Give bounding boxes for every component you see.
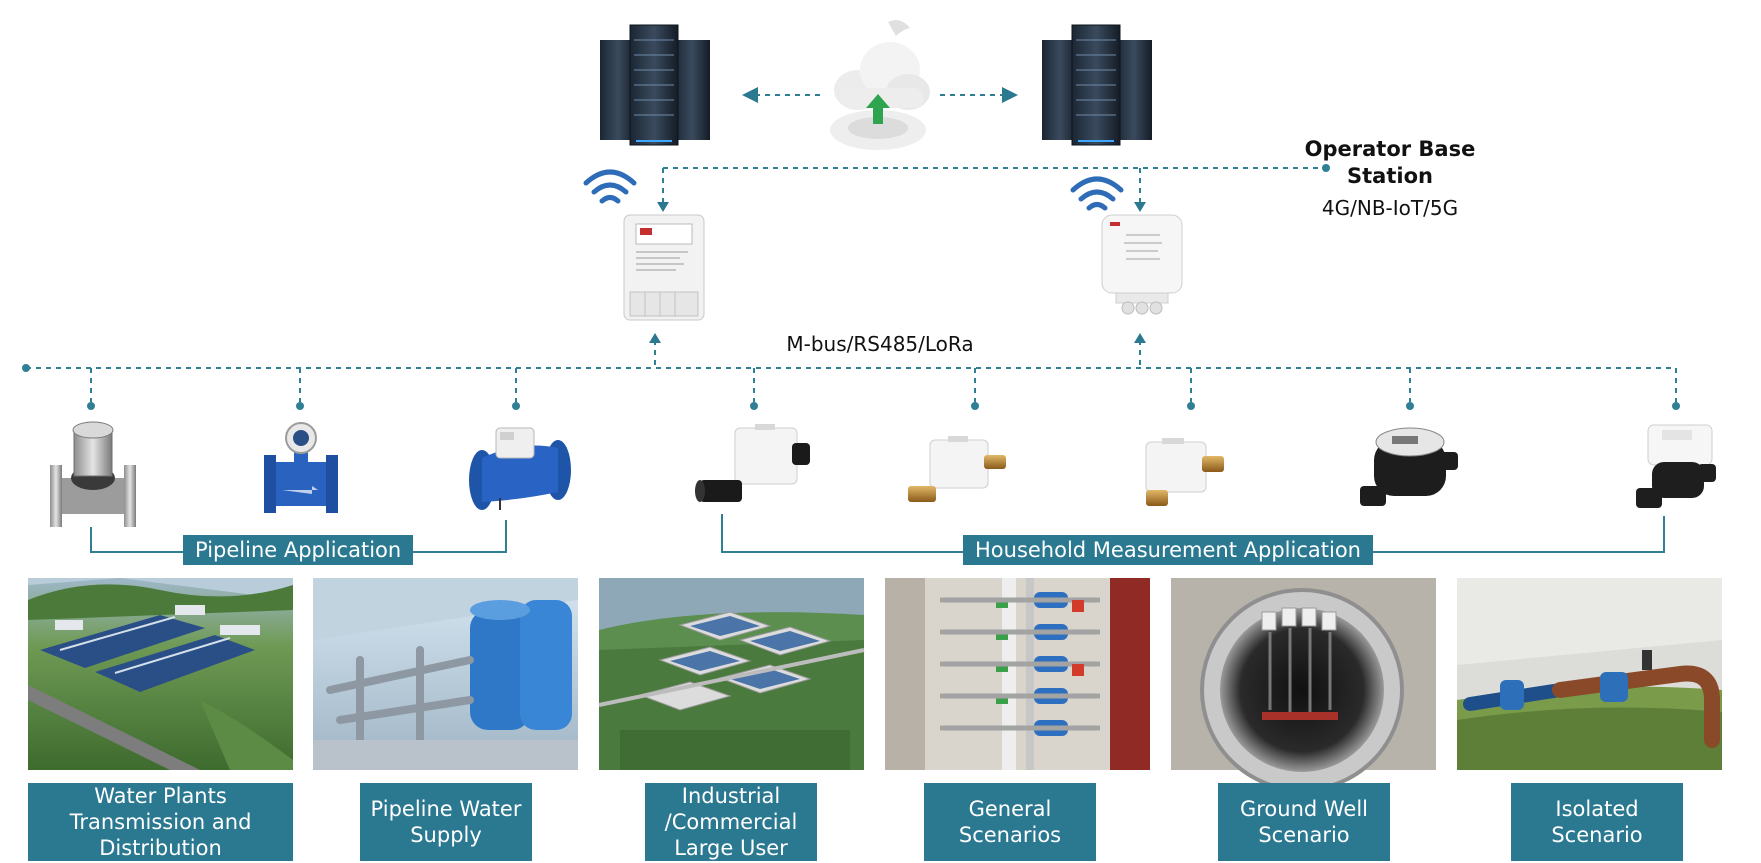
server-right-icon <box>1042 24 1152 146</box>
wifi-icon <box>1070 176 1124 211</box>
pipeline-application-label: Pipeline Application <box>183 535 414 565</box>
scenario-image-ground-well <box>1171 578 1436 792</box>
household-meter-icon <box>695 424 810 502</box>
household-meter-icon <box>908 436 1006 502</box>
concentrator-right-icon <box>1101 214 1183 315</box>
operator-protocols: 4G/NB-IoT/5G <box>1321 196 1459 220</box>
server-left-icon <box>600 24 710 146</box>
flange-water-meter-icon <box>469 427 571 510</box>
bus-line <box>26 340 1677 402</box>
household-application-label: Household Measurement Application <box>963 535 1373 565</box>
scenario-image-industrial-park <box>598 578 865 770</box>
wifi-icon <box>583 169 637 204</box>
operator-base-station-title: Operator Base Station <box>1300 136 1480 190</box>
operator-title-line1: Operator Base <box>1304 137 1476 161</box>
arrow-up-icon <box>1134 333 1146 343</box>
arrow-left-icon <box>742 87 758 103</box>
scenario-image-water-plant <box>28 578 293 770</box>
scenario-label-industrial-commercial: Industrial /Commercial Large User <box>645 783 817 861</box>
household-meter-icon <box>1145 438 1224 506</box>
concentrator-left-icon <box>623 214 705 321</box>
base-station-link <box>662 167 1325 205</box>
bus-node <box>22 364 30 372</box>
cloud-upload-icon <box>830 20 930 150</box>
smart-water-meter-icon <box>1636 424 1716 508</box>
meter-drop-nodes <box>87 402 1680 410</box>
base-station-node <box>1322 164 1330 172</box>
operator-title-line2: Station <box>1347 164 1433 188</box>
scenario-label-pipeline-water-supply: Pipeline Water Supply <box>360 783 532 861</box>
electromagnetic-flow-meter-icon <box>264 422 338 513</box>
scenario-image-isolated-pipe <box>1457 578 1722 770</box>
scenario-label-ground-well: Ground Well Scenario <box>1218 783 1390 861</box>
bus-protocol-label: M-bus/RS485/LoRa <box>786 332 974 356</box>
arrow-down-icon <box>657 202 669 212</box>
arrow-up-icon <box>649 333 661 343</box>
scenario-label-general: General Scenarios <box>924 783 1096 861</box>
arrow-down-icon <box>1134 202 1146 212</box>
arrow-right-icon <box>1002 87 1018 103</box>
scenario-image-pipeline-room <box>313 578 578 770</box>
scenario-image-meter-wall <box>885 578 1150 770</box>
scenario-label-isolated: Isolated Scenario <box>1511 783 1683 861</box>
round-water-meter-icon <box>1360 427 1458 506</box>
scenario-label-water-plants: Water Plants Transmission and Distributi… <box>28 783 293 861</box>
ultrasonic-flow-meter-icon <box>50 421 136 527</box>
